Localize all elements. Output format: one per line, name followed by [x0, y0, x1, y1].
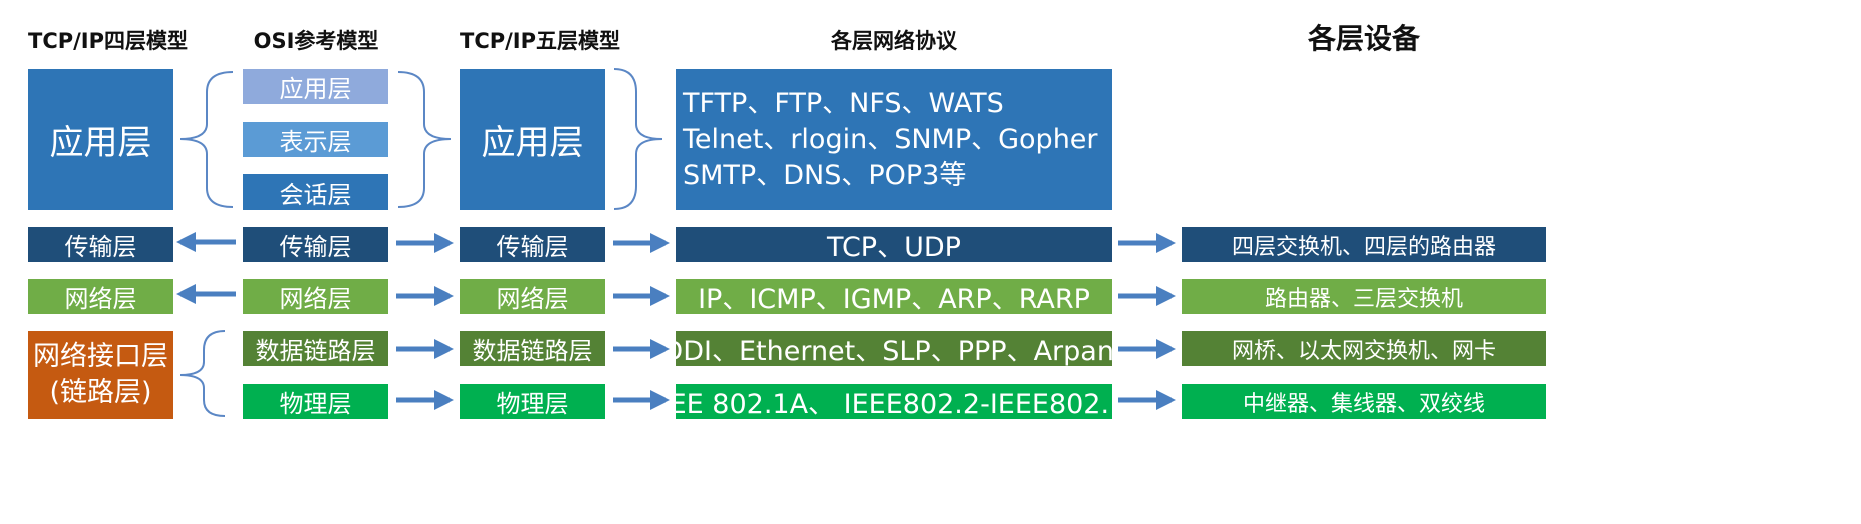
tcpip5-application: 应用层 — [460, 69, 605, 210]
header-tcpip4: TCP/IP四层模型 — [28, 29, 189, 53]
brace-right-upper — [397, 71, 452, 208]
osi-network: 网络层 — [243, 279, 388, 314]
tcpip5-transport: 传输层 — [460, 227, 605, 262]
header-devices: 各层设备 — [1307, 22, 1420, 55]
brace-left-netif — [179, 330, 226, 417]
netif-line2: (链路层) — [49, 377, 152, 408]
protocols-network: IP、ICMP、IGMP、ARP、RARP — [676, 279, 1112, 315]
tcpip5-datalink: 数据链路层 — [460, 331, 605, 366]
protocol-app-line-3: SMTP、DNS、POP3等 — [683, 159, 967, 191]
osi-transport: 传输层 — [243, 227, 388, 262]
tcpip4-network-interface: 网络接口层 (链路层) — [28, 331, 173, 419]
devices-network: 路由器、三层交换机 — [1182, 279, 1546, 314]
netif-line1: 网络接口层 — [33, 341, 168, 372]
devices-physical: 中继器、集线器、双绞线 — [1182, 384, 1546, 419]
tcpip4-transport: 传输层 — [28, 227, 173, 262]
header-tcpip5: TCP/IP五层模型 — [460, 29, 621, 53]
protocol-app-line-1: TFTP、FTP、NFS、WATS — [683, 87, 1004, 119]
header-protocols: 各层网络协议 — [831, 29, 957, 53]
osi-application: 应用层 — [243, 69, 388, 104]
tcpip4-network: 网络层 — [28, 279, 173, 314]
brace-left-upper — [179, 71, 234, 208]
protocol-app-line-2: Telnet、rlogin、SNMP、Gopher — [683, 123, 1098, 155]
protocols-transport: TCP、UDP — [676, 227, 1112, 263]
osi-physical: 物理层 — [243, 384, 388, 419]
osi-datalink: 数据链路层 — [243, 331, 388, 366]
protocols-datalink: FDDI、Ethernet、SLP、PPP、Arpanet — [647, 331, 1141, 367]
osi-session: 会话层 — [243, 174, 388, 210]
devices-datalink: 网桥、以太网交换机、网卡 — [1182, 331, 1546, 366]
tcpip4-application: 应用层 — [28, 69, 173, 210]
brace-right-tcpip5 — [613, 68, 663, 210]
header-osi: OSI参考模型 — [253, 29, 379, 53]
tcpip5-network: 网络层 — [460, 279, 605, 314]
protocols-physical: IEEE 802.1A、 IEEE802.2-IEEE802.11 — [645, 384, 1143, 420]
tcpip5-physical: 物理层 — [460, 384, 605, 419]
protocols-application: TFTP、FTP、NFS、WATS Telnet、rlogin、SNMP、Gop… — [676, 69, 1112, 210]
osi-presentation: 表示层 — [243, 122, 388, 157]
devices-transport: 四层交换机、四层的路由器 — [1182, 227, 1546, 262]
